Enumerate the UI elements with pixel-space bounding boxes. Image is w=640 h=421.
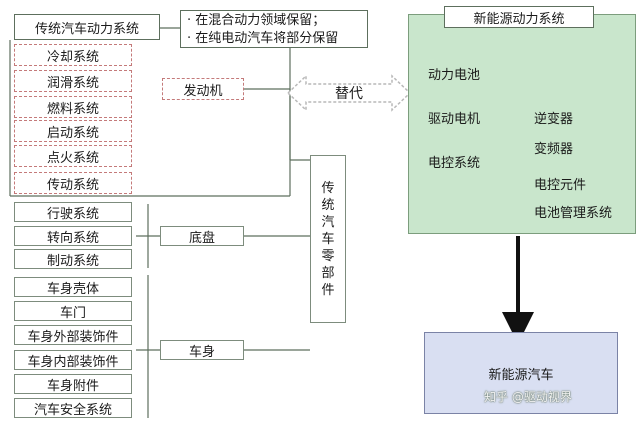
nev-item-motor: 驱动电机 — [428, 112, 481, 127]
watermark: 知乎 @驱动视界 — [484, 390, 572, 404]
replace-label-text: 替代 — [335, 86, 363, 102]
traditional-parts-char: 汽 — [321, 214, 335, 230]
traditional-parts-char: 零 — [321, 248, 335, 264]
nev-car-text: 新能源汽车 — [488, 367, 554, 383]
body-system-exterior-trim: 车身外部装饰件 — [14, 325, 132, 345]
engine-system-starting: 启动系统 — [14, 120, 132, 142]
traditional-parts-char: 传 — [321, 180, 335, 196]
body-label-text: 车身 — [188, 344, 215, 360]
body-system-shell: 车身壳体 — [14, 277, 132, 297]
engine-system-cooling-text: 冷却系统 — [46, 49, 99, 65]
chassis-system-braking: 制动系统 — [14, 249, 132, 269]
nev-item-battery: 动力电池 — [428, 68, 481, 83]
engine-system-starting-text: 启动系统 — [46, 125, 99, 141]
body-system-accessories-text: 车身附件 — [46, 378, 99, 394]
engine-note-hybrid: · 在混合动力领域保留； — [187, 13, 326, 28]
nev-item-control: 电控系统 — [428, 156, 481, 171]
traditional-powertrain-title-text: 传统汽车动力系统 — [34, 21, 139, 37]
body-system-accessories: 车身附件 — [14, 374, 132, 394]
engine-label-text: 发动机 — [183, 83, 223, 99]
traditional-parts-char: 部 — [321, 265, 335, 281]
engine-notes-box: · 在混合动力领域保留； · 在纯电动汽车将部分保留 — [180, 10, 368, 48]
engine-system-fuel-text: 燃料系统 — [46, 101, 99, 117]
control-sub-components: 电控元件 — [534, 178, 587, 193]
body-system-safety: 汽车安全系统 — [14, 398, 132, 418]
body-label-box: 车身 — [160, 340, 244, 360]
body-system-shell-text: 车身壳体 — [46, 281, 99, 297]
chassis-system-running: 行驶系统 — [14, 202, 132, 222]
chassis-system-steering: 转向系统 — [14, 226, 132, 246]
engine-system-ignition: 点火系统 — [14, 145, 132, 167]
engine-system-lubrication-text: 润滑系统 — [46, 75, 99, 91]
traditional-parts-box: 传统汽车零部件 — [310, 155, 346, 323]
chassis-system-braking-text: 制动系统 — [46, 253, 99, 269]
chassis-label-text: 底盘 — [188, 230, 215, 246]
engine-system-transmission-text: 传动系统 — [46, 177, 99, 193]
engine-label-box: 发动机 — [162, 78, 244, 100]
chassis-system-running-text: 行驶系统 — [46, 206, 99, 222]
control-sub-bms: 电池管理系统 — [534, 206, 613, 221]
body-system-interior-trim-text: 车身内部装饰件 — [27, 354, 119, 370]
engine-system-lubrication: 润滑系统 — [14, 70, 132, 92]
body-system-safety-text: 汽车安全系统 — [33, 402, 112, 418]
engine-system-transmission: 传动系统 — [14, 172, 132, 194]
traditional-parts-text: 传统汽车零部件 — [321, 180, 334, 299]
chassis-system-steering-text: 转向系统 — [46, 230, 99, 246]
nev-powertrain-title: 新能源动力系统 — [444, 6, 594, 28]
traditional-powertrain-title: 传统汽车动力系统 — [14, 14, 160, 40]
traditional-parts-char: 车 — [321, 231, 335, 247]
body-system-interior-trim: 车身内部装饰件 — [14, 350, 132, 370]
body-system-exterior-trim-text: 车身外部装饰件 — [27, 329, 119, 345]
replace-label: 替代 — [318, 82, 380, 104]
nev-car-box: 新能源汽车 — [424, 332, 618, 414]
body-system-door: 车门 — [14, 301, 132, 321]
control-sub-converter: 变频器 — [534, 142, 574, 157]
engine-system-fuel: 燃料系统 — [14, 96, 132, 118]
body-system-door-text: 车门 — [59, 305, 86, 321]
control-sub-inverter: 逆变器 — [534, 112, 574, 127]
traditional-parts-char: 统 — [321, 197, 335, 213]
engine-note-ev: · 在纯电动汽车将部分保留 — [187, 31, 339, 46]
traditional-parts-char: 件 — [321, 282, 335, 298]
chassis-label-box: 底盘 — [160, 226, 244, 246]
engine-system-ignition-text: 点火系统 — [46, 150, 99, 166]
nev-powertrain-title-text: 新能源动力系统 — [473, 11, 565, 27]
engine-system-cooling: 冷却系统 — [14, 44, 132, 66]
